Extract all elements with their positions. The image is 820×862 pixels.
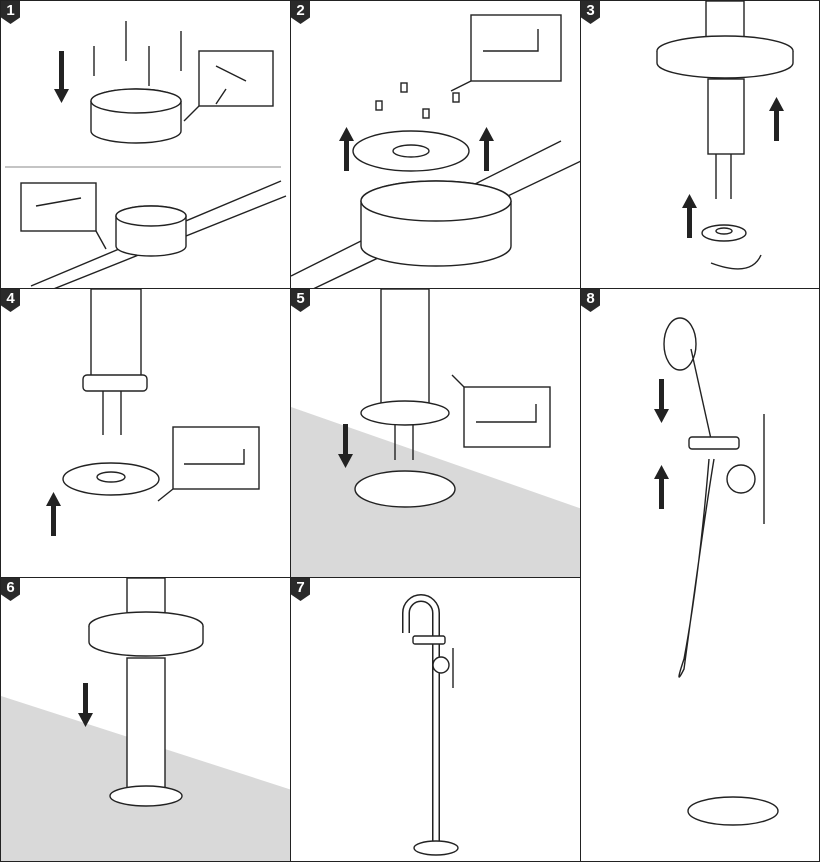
step-8-panel: 8 (580, 288, 820, 862)
step-number-badge: 7 (291, 578, 310, 601)
step-6-panel: 6 (0, 577, 291, 862)
arrow-up-icon (339, 127, 354, 171)
plate-attach-illustration (46, 289, 260, 536)
arrow-up-icon (682, 194, 697, 238)
handshower-faucet-illustration (654, 317, 779, 826)
step-2-panel: 2 (290, 0, 581, 289)
step-number-badge: 3 (581, 1, 600, 24)
arrow-down-icon (654, 379, 669, 423)
arrow-up-icon (479, 127, 494, 171)
escutcheon-lower-illustration (1, 578, 290, 861)
step-1-panel: 1 (0, 0, 291, 289)
arrow-up-icon (654, 465, 669, 509)
installed-faucet-illustration (402, 594, 459, 856)
step-number-badge: 6 (1, 578, 20, 601)
arrow-down-icon (78, 683, 93, 727)
mounting-box-anchors-illustration (5, 21, 287, 288)
arrow-down-icon (338, 424, 353, 468)
step-number-badge: 5 (291, 289, 310, 312)
escutcheon-body-illustration (656, 1, 794, 270)
step-number-badge: 2 (291, 1, 310, 24)
step-7-panel: 7 (290, 577, 581, 862)
step-5-panel: 5 (290, 288, 581, 578)
arrow-up-icon (46, 492, 61, 536)
step-number-badge: 8 (581, 289, 600, 312)
body-on-plate-illustration (291, 289, 580, 577)
rotate-arrow-icon (710, 254, 762, 270)
step-number-badge: 4 (1, 289, 20, 312)
step-number-badge: 1 (1, 1, 20, 24)
arrow-down-icon (54, 51, 69, 103)
mounting-plate-screws-illustration (291, 14, 580, 288)
arrow-up-icon (769, 97, 784, 141)
step-3-panel: 3 (580, 0, 820, 289)
step-4-panel: 4 (0, 288, 291, 578)
